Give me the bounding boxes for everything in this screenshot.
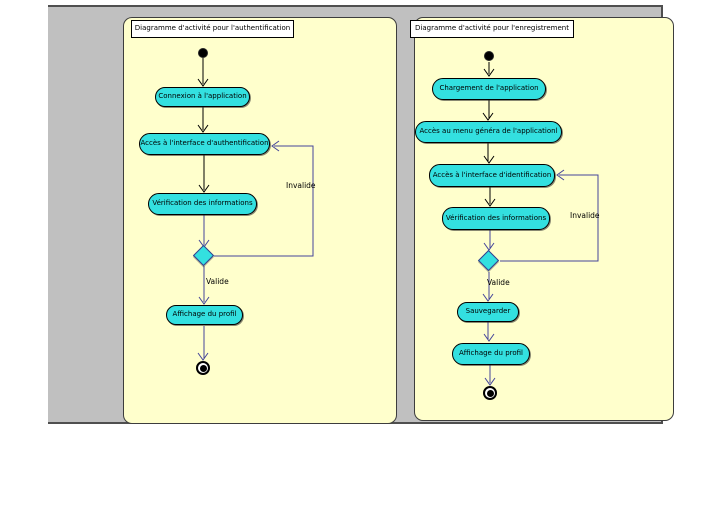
activity-node-chargement[interactable]: Chargement de l'application: [432, 78, 546, 100]
activity-node-verification[interactable]: Vérification des informations: [442, 207, 550, 230]
activity-node-affichage-profil[interactable]: Affichage du profil: [166, 305, 243, 325]
activity-node-acces-authentification[interactable]: Accès à l'interface d'authentification: [139, 133, 270, 155]
activity-node-menu-general[interactable]: Accès au menu généra de l'applicationl: [415, 121, 562, 143]
initial-node[interactable]: [484, 51, 494, 61]
panel-authentification: [123, 17, 397, 424]
activity-node-sauvegarder[interactable]: Sauvegarder: [457, 302, 519, 322]
activity-node-acces-identification[interactable]: Accès à l'interface d'identification: [429, 164, 555, 187]
edge-label-invalide: Invalide: [570, 211, 600, 220]
activity-node-verification[interactable]: Vérification des informations: [148, 193, 257, 215]
final-node[interactable]: [196, 361, 210, 375]
edge-label-valide: Valide: [206, 277, 229, 286]
final-node[interactable]: [483, 386, 497, 400]
activity-node-connexion[interactable]: Connexion à l'application: [155, 87, 250, 107]
final-node-core: [199, 364, 207, 372]
edge-label-valide: Valide: [487, 278, 510, 287]
initial-node[interactable]: [198, 48, 208, 58]
edge-label-invalide: Invalide: [286, 181, 316, 190]
diagram-title-authentification: Diagramme d'activité pour l'authentifica…: [131, 20, 294, 38]
final-node-core: [486, 389, 494, 397]
diagram-title-enregistrement: Diagramme d'activité pour l'enregistreme…: [410, 20, 574, 38]
activity-node-affichage-profil[interactable]: Affichage du profil: [452, 343, 530, 365]
